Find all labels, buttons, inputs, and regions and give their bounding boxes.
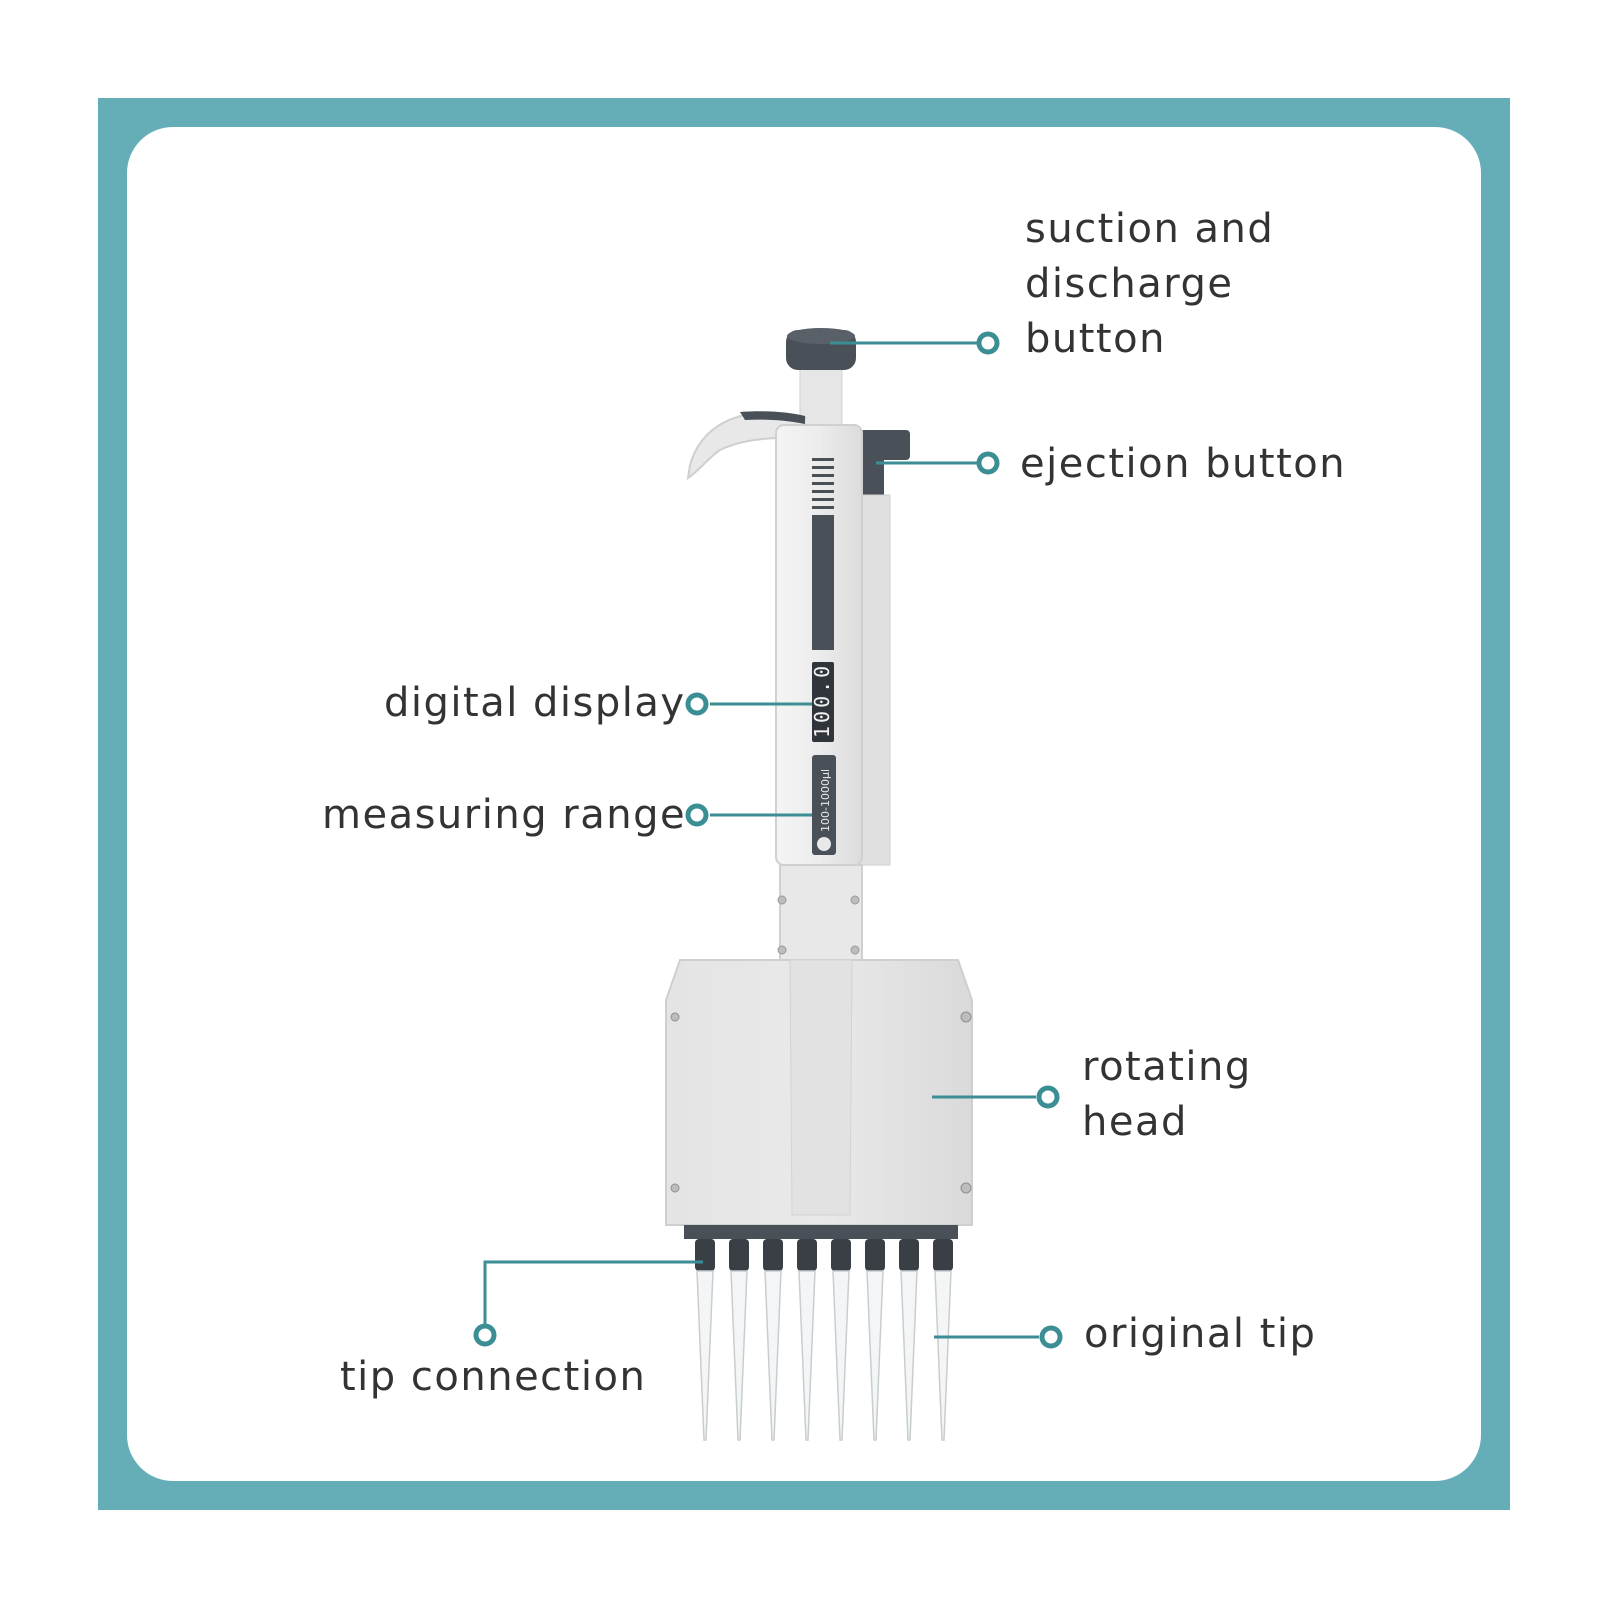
tip-connector xyxy=(797,1239,817,1271)
pipette-tip xyxy=(934,1270,952,1441)
leader-tip-connection xyxy=(483,1260,703,1325)
label-tip-connection: tip connection xyxy=(340,1354,647,1400)
head-screws xyxy=(670,1011,972,1194)
label-ejection-button: ejection button xyxy=(1020,441,1347,487)
pipette-tip xyxy=(730,1270,748,1441)
button-top xyxy=(787,328,855,344)
finger-hook-dark-edge xyxy=(740,411,805,424)
range-text: 100-1000μl xyxy=(819,769,832,832)
pipette-tip xyxy=(764,1270,782,1441)
dot-ejection xyxy=(976,451,1000,475)
dot-range xyxy=(685,803,709,827)
handle-window xyxy=(812,515,834,650)
grip-lines xyxy=(812,458,834,509)
label-original-tip: original tip xyxy=(1084,1311,1317,1357)
dot-suction xyxy=(976,331,1000,355)
tips-group xyxy=(695,1239,953,1441)
head-spine xyxy=(789,959,853,1216)
tip-connector xyxy=(933,1239,953,1271)
label-rotating-head: rotating head xyxy=(1082,1044,1252,1145)
digital-display: 100.0 xyxy=(810,662,834,742)
tip-connector xyxy=(899,1239,919,1271)
pipette-tip xyxy=(900,1270,918,1441)
head-base-strip xyxy=(684,1225,958,1239)
range-logo xyxy=(817,837,831,851)
label-measuring-range: measuring range xyxy=(322,792,687,838)
tip-connector xyxy=(763,1239,783,1271)
ejector-sleeve xyxy=(859,494,891,866)
tip-connector xyxy=(831,1239,851,1271)
measuring-range-plate: 100-1000μl xyxy=(812,755,836,855)
neck-screws xyxy=(777,895,860,955)
neck xyxy=(779,864,863,961)
pipette-tip xyxy=(866,1270,884,1441)
leader-lines xyxy=(483,341,1039,1339)
finger-hook xyxy=(686,411,807,481)
rotating-head xyxy=(665,959,973,1239)
pipette-tip xyxy=(696,1270,714,1441)
plunger xyxy=(786,328,856,436)
dot-display xyxy=(685,692,709,716)
dot-head xyxy=(1036,1085,1060,1109)
pipette-tip xyxy=(798,1270,816,1441)
label-suction-discharge-button: suction and discharge button xyxy=(1025,206,1275,362)
label-digital-display: digital display xyxy=(384,680,686,726)
dot-tip-connection xyxy=(473,1323,497,1347)
dot-original-tip xyxy=(1039,1325,1063,1349)
ejection-button[interactable] xyxy=(860,430,910,495)
tip-connector xyxy=(729,1239,749,1271)
display-value: 100.0 xyxy=(810,663,834,738)
leader-dots xyxy=(473,331,1063,1349)
tip-connector xyxy=(695,1239,715,1271)
tip-connector xyxy=(865,1239,885,1271)
pipette-tip xyxy=(832,1270,850,1441)
